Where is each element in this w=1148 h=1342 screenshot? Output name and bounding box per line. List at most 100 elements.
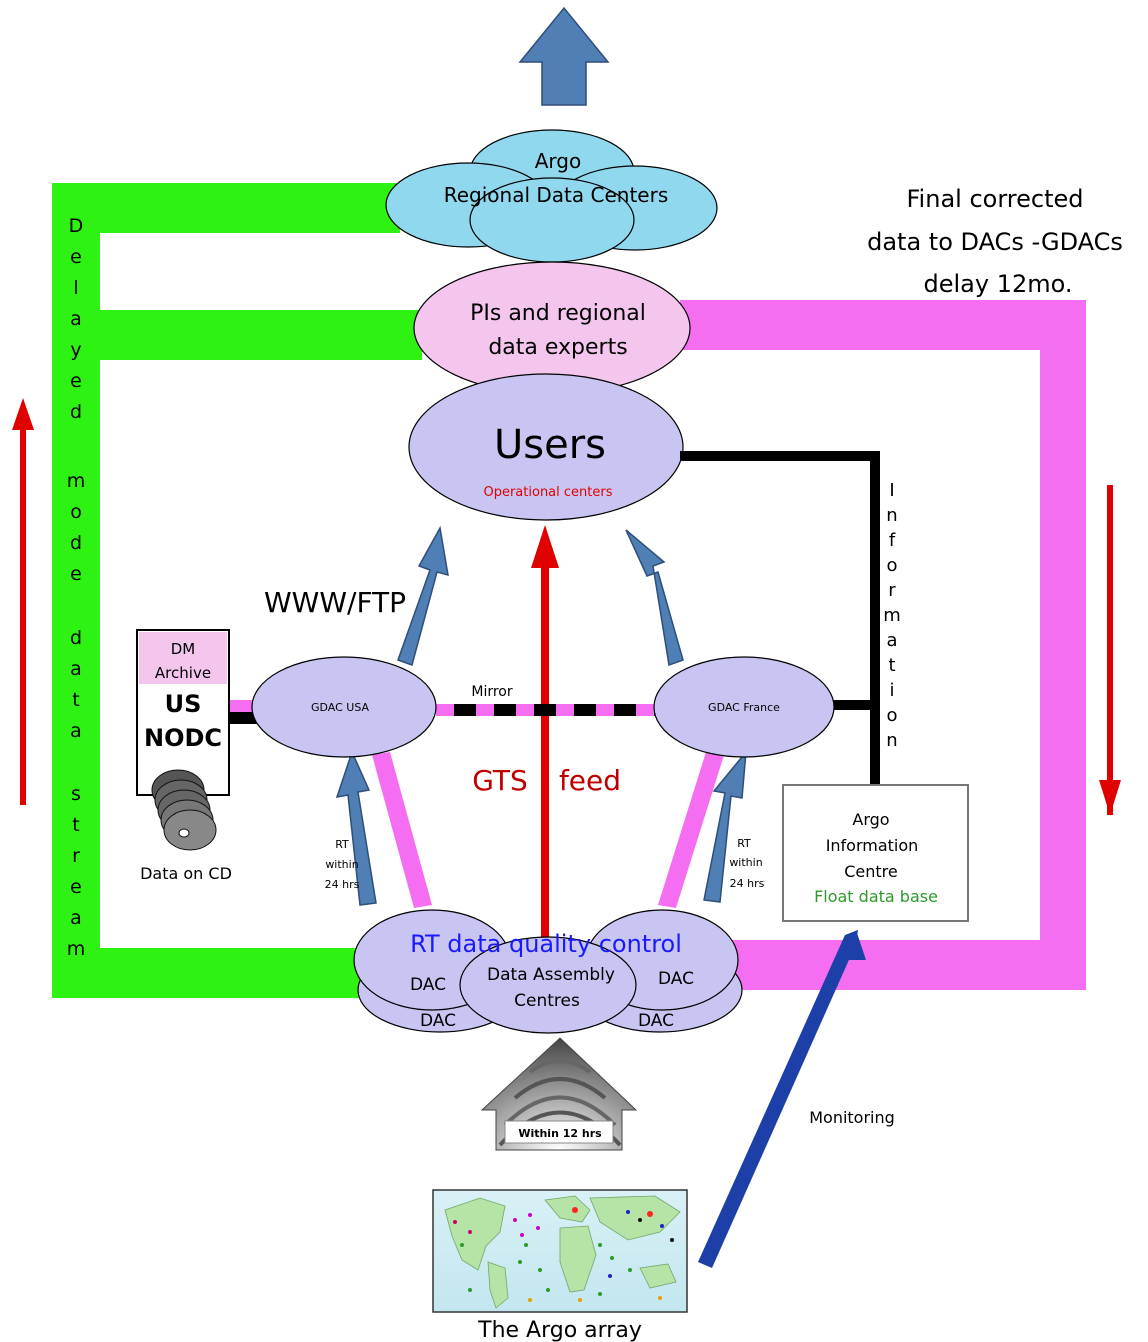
www-ftp-right-arrow-icon	[625, 529, 684, 667]
svg-text:t: t	[888, 655, 895, 676]
svg-text:n: n	[886, 505, 897, 526]
svg-text:m: m	[883, 605, 901, 626]
aic-line4: Float data base	[814, 887, 938, 906]
svg-text:o: o	[886, 555, 897, 576]
argo-array-label: The Argo array	[477, 1318, 642, 1342]
svg-text:m: m	[67, 938, 86, 960]
aic-line3: Centre	[844, 862, 898, 881]
dac-centre-line1: Data Assembly	[487, 965, 615, 985]
svg-text:y: y	[70, 339, 81, 361]
users-subtitle: Operational centers	[483, 485, 612, 500]
svg-text:d: d	[70, 532, 82, 554]
rdc-line2: Regional Data Centers	[444, 183, 668, 207]
magenta-bottom-branch	[720, 940, 1086, 990]
gdac-usa-label: GDAC USA	[311, 701, 370, 714]
svg-text:a: a	[70, 720, 82, 742]
svg-text:24 hrs: 24 hrs	[730, 877, 765, 890]
final-corrected-label: Final corrected data to DACs -GDACs dela…	[867, 185, 1123, 298]
svg-text:s: s	[71, 783, 81, 805]
information-label: I n f o r m a t i o n	[883, 480, 901, 751]
svg-text:RT: RT	[335, 838, 349, 851]
regional-data-centers-node: Argo Regional Data Centers	[385, 129, 718, 263]
gdac-france-node: GDAC France	[653, 656, 835, 758]
svg-text:data to DACs -GDACs: data to DACs -GDACs	[867, 228, 1123, 256]
gdac-usa-node: GDAC USA	[251, 656, 437, 758]
nodc-line4: NODC	[144, 724, 222, 752]
monitoring-arrow-icon	[698, 930, 858, 1268]
magenta-top-branch	[680, 300, 1086, 350]
svg-text:a: a	[70, 907, 82, 929]
dac-right-upper: DAC	[658, 969, 694, 989]
information-link	[680, 451, 880, 790]
svg-text:t: t	[72, 814, 79, 836]
aic-line1: Argo	[852, 810, 889, 829]
rt-right-arrow-icon	[703, 749, 747, 903]
argo-information-centre-box: Argo Information Centre Float data base	[782, 784, 969, 922]
green-top-branch	[52, 183, 400, 233]
svg-text:o: o	[886, 705, 897, 726]
users-title: Users	[494, 422, 606, 468]
svg-text:r: r	[888, 580, 896, 601]
nodc-line3: US	[165, 690, 202, 718]
magenta-right-bar	[1040, 300, 1086, 990]
green-mid-branch	[52, 310, 422, 360]
delayed-mode-up-arrow-icon	[12, 398, 34, 805]
svg-text:e: e	[70, 876, 82, 898]
rdc-line1: Argo	[535, 149, 581, 173]
green-bottom-branch	[52, 948, 372, 998]
gts-feed-arrow-icon	[531, 525, 559, 950]
rt-left-arrow-icon	[335, 749, 377, 906]
svg-text:D: D	[69, 215, 84, 237]
svg-text:d: d	[70, 401, 82, 423]
rt-qc-title: RT data quality control	[410, 930, 682, 958]
svg-text:l: l	[73, 277, 78, 299]
dac-centre-line2: Centres	[514, 991, 580, 1011]
dac-left-upper: DAC	[410, 975, 446, 995]
monitoring-label: Monitoring	[809, 1108, 895, 1127]
final-corrected-down-arrow-icon	[1099, 485, 1121, 815]
svg-text:within: within	[325, 858, 358, 871]
rt-quality-control-node: RT data quality control Data Assembly Ce…	[353, 909, 743, 1034]
dac-right-lower: DAC	[638, 1011, 674, 1031]
pis-line1: PIs and regional	[470, 301, 646, 326]
feed-label: feed	[559, 764, 621, 797]
svg-text:o: o	[70, 501, 82, 523]
pis-node: PIs and regional data experts	[413, 261, 691, 395]
svg-text:e: e	[70, 246, 82, 268]
svg-text:a: a	[70, 308, 82, 330]
www-ftp-left-arrow-icon	[397, 525, 449, 666]
within-12-hrs-arrow-icon	[480, 1037, 638, 1151]
monitoring-arrow-head-icon	[846, 930, 866, 960]
dac-gdac-usa-link	[372, 752, 432, 908]
users-node: Users Operational centers	[408, 373, 684, 521]
svg-text:Final corrected: Final corrected	[907, 185, 1084, 213]
mirror-label: Mirror	[471, 684, 512, 700]
svg-text:e: e	[70, 563, 82, 585]
svg-text:a: a	[886, 630, 897, 651]
rt-right-label: RT within 24 hrs	[729, 837, 764, 890]
gdac-france-label: GDAC France	[708, 701, 780, 714]
svg-text:r: r	[72, 845, 80, 867]
nodc-line1: DM	[171, 640, 196, 658]
svg-text:n: n	[886, 730, 897, 751]
svg-text:i: i	[889, 680, 894, 701]
dac-gdac-france-link	[658, 752, 724, 908]
svg-text:delay 12mo.: delay 12mo.	[923, 270, 1072, 298]
pis-line2: data experts	[488, 335, 627, 360]
within-12-hrs-label: Within 12 hrs	[518, 1127, 602, 1140]
aic-line2: Information	[826, 836, 919, 855]
svg-text:24 hrs: 24 hrs	[325, 878, 360, 891]
nodc-line2: Archive	[155, 664, 211, 682]
svg-text:d: d	[70, 627, 82, 649]
www-ftp-label: WWW/FTP	[264, 586, 406, 619]
delayed-mode-label: D e l a y e d m o d e d a t a s t r e a …	[67, 215, 86, 960]
svg-text:a: a	[70, 658, 82, 680]
svg-text:I: I	[889, 480, 894, 501]
svg-text:m: m	[67, 470, 86, 492]
dac-left-lower: DAC	[420, 1011, 456, 1031]
float-dots	[453, 1207, 674, 1302]
svg-text:e: e	[70, 370, 82, 392]
final-corrected-frame	[680, 300, 1086, 990]
svg-text:f: f	[889, 530, 896, 551]
